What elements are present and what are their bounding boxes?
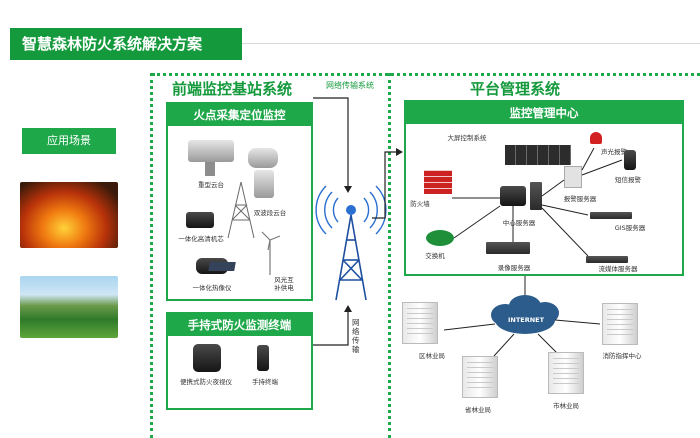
night-vision-device-icon: [193, 344, 221, 372]
node-label: 声光报警: [601, 148, 627, 156]
phone-icon: [624, 150, 636, 170]
page-title: 智慧森林防火系统解决方案: [10, 28, 242, 60]
node-label: 短信报警: [615, 176, 641, 184]
device-label: 一体化热像仪: [192, 284, 232, 292]
device-label: 便携式防火夜视仪: [180, 378, 232, 386]
node-label: 录像服务器: [497, 264, 531, 272]
province-office-building-icon: [462, 356, 498, 398]
handheld-terminal-icon: [257, 345, 269, 371]
forest-fire-photo: [20, 182, 118, 248]
server-tower-icon: [530, 182, 542, 210]
monitor-icon: [500, 186, 526, 206]
node-label: 大屏控制系统: [447, 134, 487, 142]
ptz-mount-icon: [205, 162, 215, 176]
connection-lines: [313, 97, 403, 346]
fire-monitor-panel: 火点采集定位监控: [166, 102, 313, 301]
device-label: 风光互补供电: [274, 276, 294, 292]
office-label: 省林业局: [465, 406, 491, 414]
wind-solar-power-icon: [208, 231, 281, 275]
network-title: 网络传输系统: [326, 81, 374, 90]
network-vertical-label: 网络传输: [352, 318, 360, 354]
dual-band-ptz-body-icon: [254, 170, 274, 198]
device-label: 双波段云台: [253, 209, 287, 217]
device-label: 重型云台: [198, 181, 224, 189]
stream-server-icon: [586, 256, 628, 263]
center-connection-lines: [452, 147, 623, 257]
district-office-building-icon: [402, 302, 438, 344]
header-divider: [242, 43, 700, 44]
gis-server-icon: [590, 212, 632, 219]
office-label: 市林业局: [553, 402, 579, 410]
heavy-ptz-camera-icon: [188, 140, 234, 162]
device-label: 手持终端: [252, 378, 278, 386]
fire-panel-title: 火点采集定位监控: [168, 104, 311, 126]
switch-icon: [426, 230, 454, 246]
node-label: GIS服务器: [614, 224, 646, 232]
right-dotted-divider: [388, 73, 391, 438]
office-label: 消防指挥中心: [602, 352, 642, 360]
left-dotted-divider: [150, 73, 153, 438]
siren-icon: [590, 132, 602, 144]
platform-title: 平台管理系统: [470, 80, 561, 98]
node-label: 报警服务器: [563, 195, 597, 203]
node-label: 交换机: [425, 252, 445, 260]
scene-label: 应用场景: [22, 128, 116, 154]
forest-meadow-photo: [20, 276, 118, 338]
top-dotted-divider: [152, 73, 700, 76]
dual-band-ptz-icon: [248, 148, 278, 168]
firewall-icon: [424, 170, 452, 194]
fire-hq-building-icon: [602, 303, 638, 345]
internet-cloud-icon: [443, 276, 601, 357]
handheld-panel: 手持式防火监测终端: [166, 312, 313, 410]
monitor-center-title: 监控管理中心: [406, 102, 682, 124]
handheld-panel-title: 手持式防火监测终端: [168, 314, 311, 336]
video-wall-icon: [505, 145, 571, 165]
city-office-building-icon: [548, 352, 584, 394]
internet-label: INTERNET: [507, 316, 545, 324]
node-label: 流媒体服务器: [598, 265, 638, 273]
device-label: 一体化高清机芯: [178, 235, 224, 243]
tower-icon: [227, 181, 255, 239]
node-label: 中心服务器: [502, 219, 536, 227]
record-server-icon: [486, 242, 530, 254]
hd-camera-icon: [186, 212, 214, 228]
front-end-title: 前端监控基站系统: [172, 80, 293, 98]
node-label: 防火墙: [410, 200, 430, 208]
alarm-server-icon: [564, 166, 582, 188]
network-tower-icon: [315, 185, 387, 301]
office-label: 区林业局: [419, 352, 445, 360]
